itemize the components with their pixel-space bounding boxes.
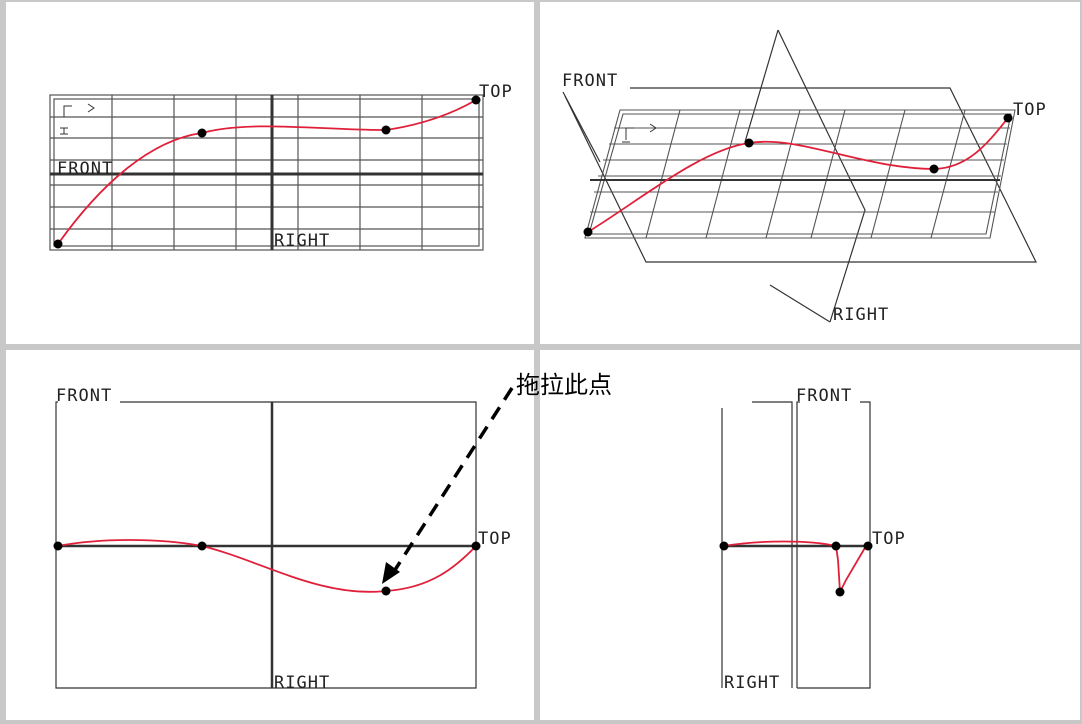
top-label: TOP — [1013, 100, 1047, 120]
isometric-plane-icon — [622, 123, 657, 143]
front-plane — [564, 87, 1037, 263]
side-view: FRONT TOP RIGHT — [719, 386, 906, 693]
top-label: TOP — [479, 82, 513, 102]
top-label: TOP — [872, 529, 906, 549]
top-label: TOP — [478, 529, 512, 549]
spline-point — [53, 239, 63, 249]
spline-point — [831, 541, 841, 551]
callout-text: 拖拉此点 — [516, 371, 612, 399]
front-label: FRONT — [562, 71, 618, 91]
spline-point — [744, 138, 754, 148]
arrow-head-icon — [382, 562, 400, 584]
spline-point — [1003, 113, 1013, 123]
spline-point — [471, 541, 481, 551]
drag-point — [381, 586, 391, 596]
drag-callout: 拖拉此点 — [382, 371, 612, 584]
spline-point — [471, 95, 481, 105]
right-label: RIGHT — [724, 673, 780, 693]
spline-point — [719, 541, 729, 551]
top-view-points — [53, 95, 481, 249]
isometric-spline — [587, 117, 1009, 233]
isometric-view: FRONT TOP RIGHT — [562, 29, 1047, 325]
side-view-pane — [540, 350, 1080, 720]
top-view-datum-lines — [50, 95, 483, 250]
side-view-points — [719, 541, 873, 597]
isometric-view-pane — [540, 2, 1080, 344]
top-view-spline — [57, 99, 477, 245]
spline-point — [863, 541, 873, 551]
spline-point — [197, 128, 207, 138]
top-view: FRONT TOP RIGHT — [49, 82, 513, 251]
callout-arrow — [391, 387, 514, 574]
isometric-points — [583, 113, 1013, 237]
right-plane — [744, 29, 866, 323]
spline-point — [53, 541, 63, 551]
spline-point — [197, 541, 207, 551]
isometric-grid — [584, 109, 1016, 239]
right-label: RIGHT — [274, 673, 330, 693]
side-view-spline — [723, 540, 867, 596]
spline-point — [381, 125, 391, 135]
front-label: FRONT — [57, 159, 113, 179]
front-label: FRONT — [796, 386, 852, 406]
front-view-spline — [57, 539, 477, 593]
right-label: RIGHT — [833, 305, 889, 325]
front-view-pane — [6, 350, 534, 720]
spline-point — [835, 587, 845, 597]
front-view-points — [53, 541, 481, 596]
sketch-plane-icon — [60, 103, 95, 135]
right-label: RIGHT — [274, 231, 330, 251]
front-view-frame — [55, 401, 477, 689]
front-label: FRONT — [56, 386, 112, 406]
spline-point — [583, 227, 593, 237]
spline-point — [929, 164, 939, 174]
front-view: FRONT TOP RIGHT — [53, 386, 512, 693]
